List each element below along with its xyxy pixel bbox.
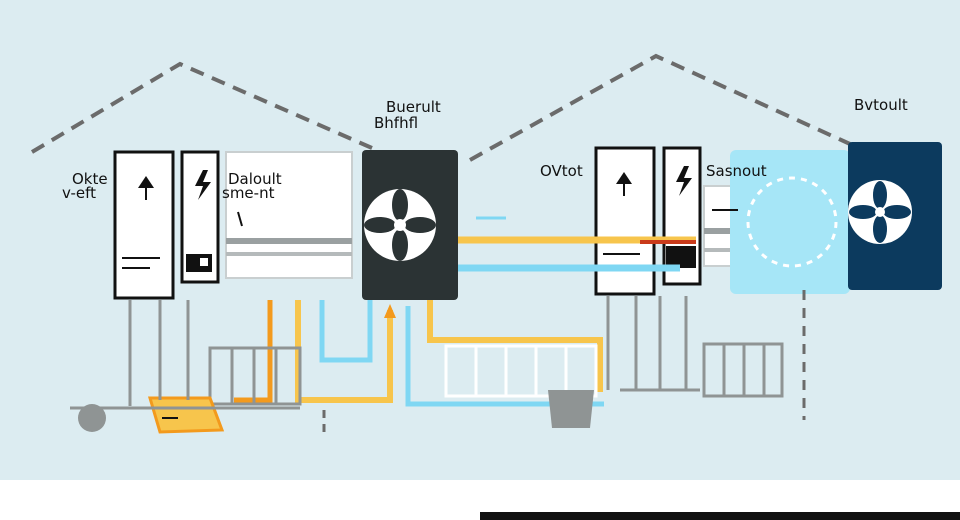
left-heat-panel: [225, 151, 353, 279]
right-fan-icon: [849, 181, 911, 243]
left-house-roof: [30, 61, 373, 154]
left-unit-subtitle: Bhfhfl: [374, 114, 419, 132]
left-panel-label-a: Daloult: [228, 170, 282, 188]
left-fan-icon: [364, 189, 436, 261]
left-cold-loop: [319, 300, 373, 363]
diagram-canvas: [0, 0, 960, 480]
left-warm-loop: [295, 300, 393, 403]
right-grey-pipes: [606, 296, 700, 392]
left-grey-pipes: [70, 300, 300, 410]
right-tank-arrow-icon: [616, 172, 632, 196]
left-lightning-icon: [195, 170, 211, 200]
left-hot-loop: [234, 300, 273, 403]
right-lightning-icon: [676, 166, 692, 196]
left-drain-bowl: [78, 404, 106, 432]
right-unit-title: Bvtoult: [854, 96, 908, 114]
left-loop-arrow: [384, 304, 396, 318]
right-panel-label: Sasnout: [706, 162, 767, 180]
right-cold-loop: [405, 306, 604, 407]
right-tank-label: OVtot: [540, 162, 583, 180]
right-radiator: [702, 342, 784, 398]
left-control-column: [180, 150, 220, 284]
left-outdoor-unit: [362, 150, 458, 300]
left-radiator: [208, 346, 302, 406]
center-basin: [548, 390, 594, 428]
right-storage-tank: [594, 146, 656, 296]
right-house-roof: [469, 53, 851, 162]
center-radiator: [444, 344, 598, 398]
right-warm-loop: [427, 300, 603, 392]
right-outdoor-unit: [730, 142, 942, 294]
right-control-column: [662, 146, 702, 286]
left-panel-label-b: sme-nt: [222, 184, 275, 202]
left-tank-label-a: Okte: [72, 170, 108, 188]
left-tank-label-b: v-eft: [62, 184, 97, 202]
left-basin: [147, 396, 225, 434]
bottom-bar: [480, 512, 960, 520]
left-unit-title: Buerult: [386, 98, 441, 116]
left-tank-arrow-icon: [138, 176, 154, 200]
left-storage-tank: [113, 150, 175, 300]
